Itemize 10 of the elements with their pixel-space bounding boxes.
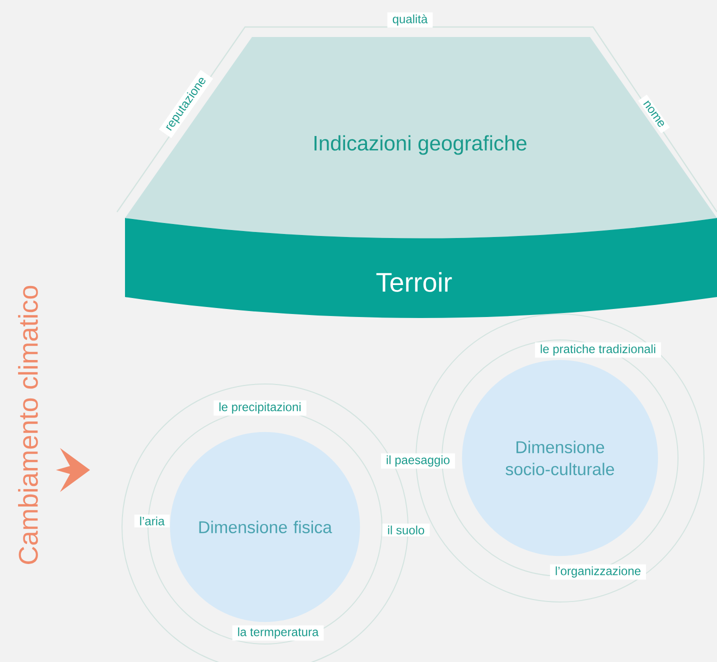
side-label: le precipitazioni xyxy=(214,400,306,416)
side-label: l’aria xyxy=(134,514,170,528)
side-label: qualità xyxy=(387,12,433,28)
side-label: la termperatura xyxy=(232,625,324,641)
side-label: l’organizzazione xyxy=(550,564,646,580)
side-label: le pratiche tradizionali xyxy=(534,342,662,358)
side-label: il paesaggio xyxy=(380,453,456,469)
vertical-title: Cambiamento climatico xyxy=(18,286,38,564)
band: Terroir xyxy=(125,218,717,318)
side-label: il suolo xyxy=(382,524,430,536)
